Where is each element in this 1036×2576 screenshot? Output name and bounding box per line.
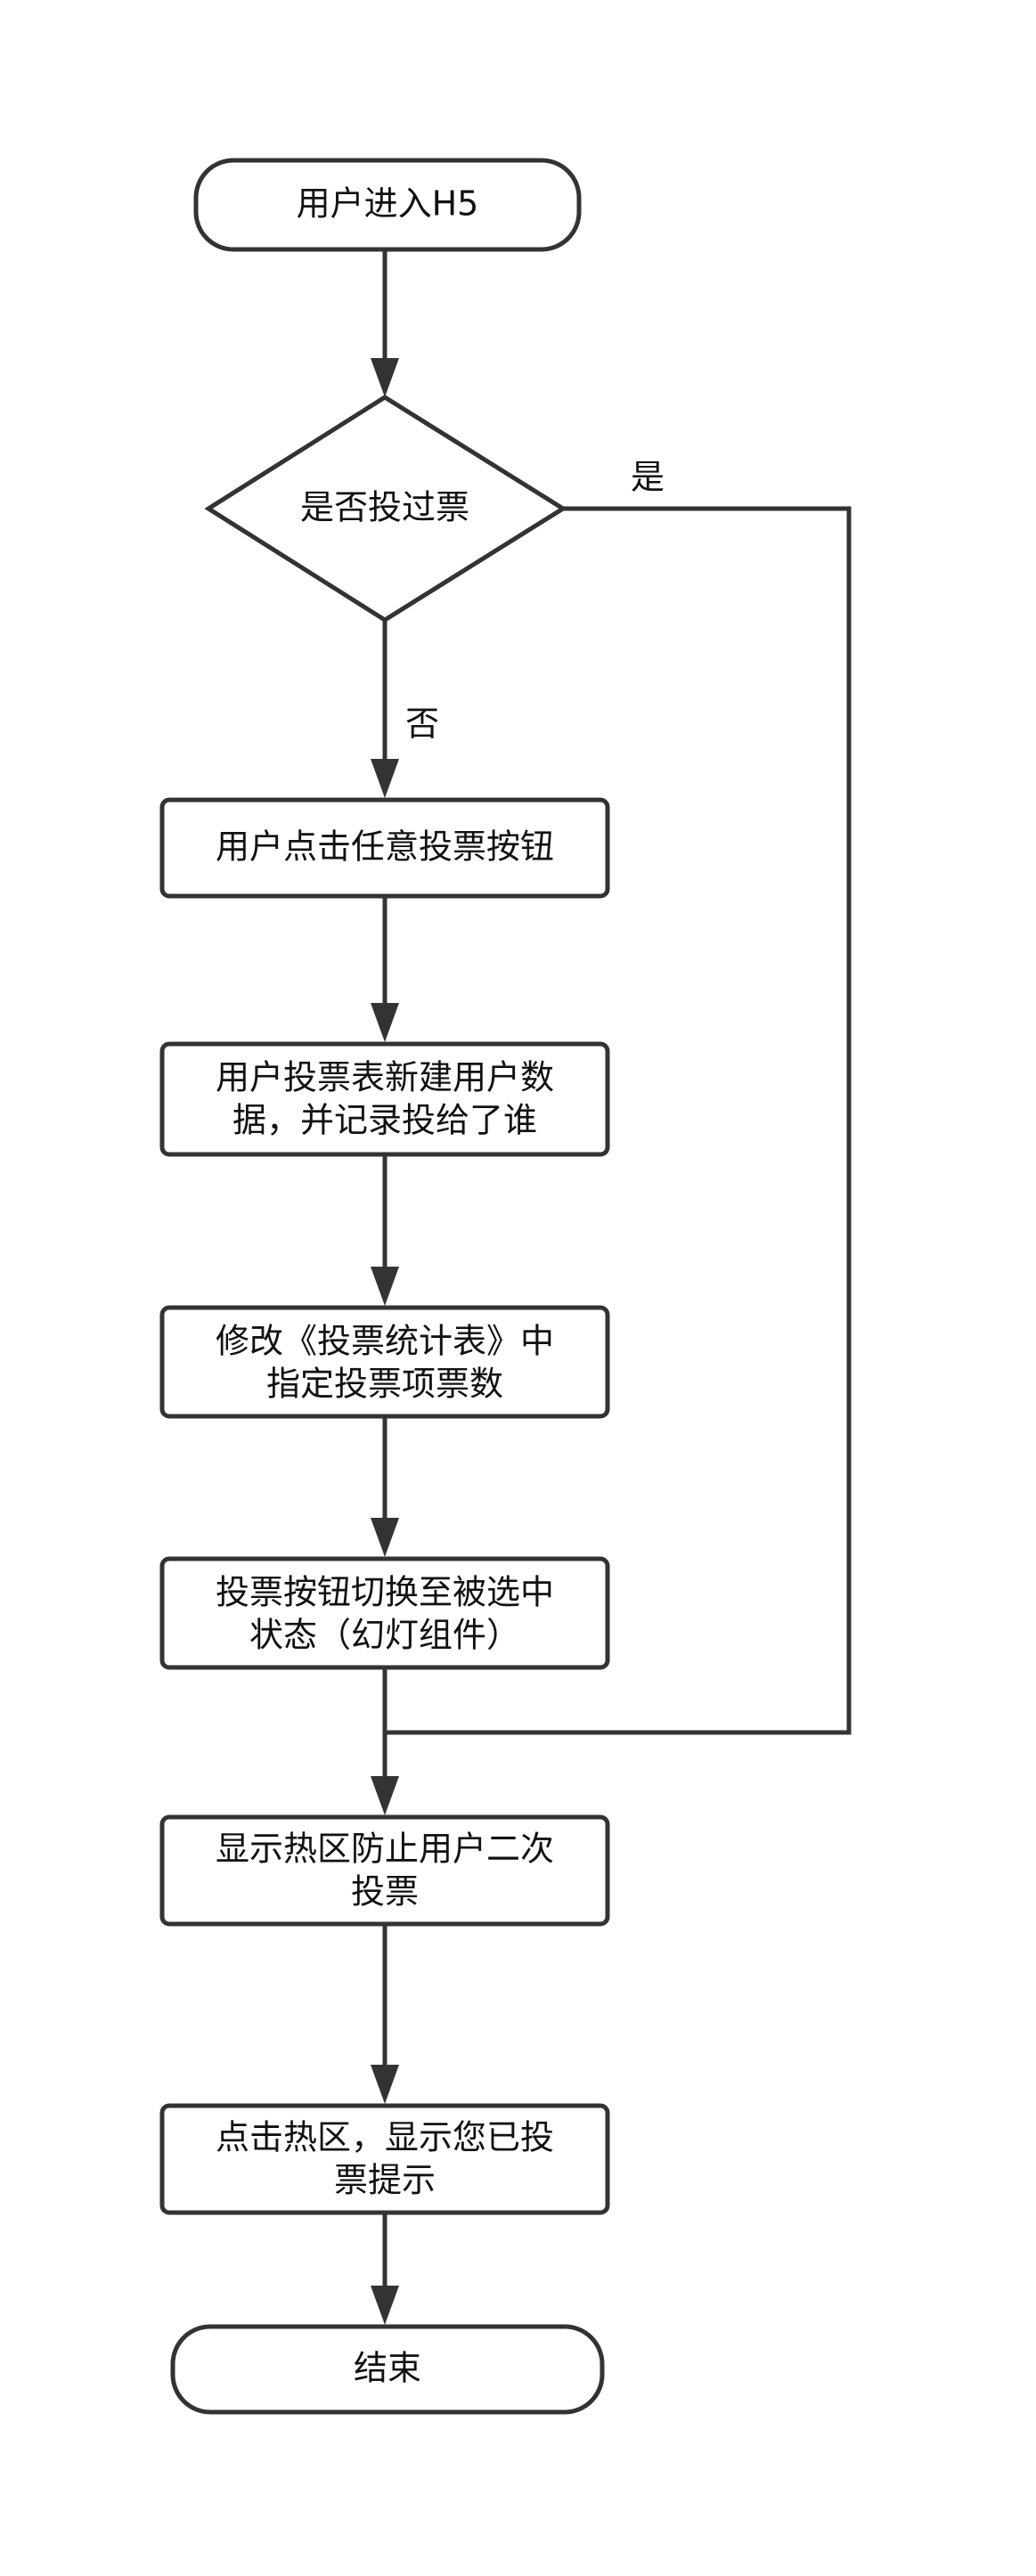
node-start: 用户进入H5 bbox=[193, 158, 582, 252]
arrowhead-step5 bbox=[371, 1776, 399, 1815]
step4-label-line2: 状态（幻灯组件） bbox=[249, 1616, 520, 1655]
arrowhead-end bbox=[371, 2286, 399, 2325]
step3-label-line1: 修改《投票统计表》中 bbox=[216, 1322, 554, 1361]
arrowhead-step3 bbox=[371, 1267, 399, 1306]
edge-decision-yes-loop bbox=[385, 506, 852, 1735]
decision-label: 是否投过票 bbox=[300, 488, 469, 527]
arrowhead-step6 bbox=[371, 2065, 399, 2104]
node-step2: 用户投票表新建用户数 据，并记录投给了谁 bbox=[159, 1041, 610, 1157]
step6-box bbox=[159, 2103, 610, 2215]
step1-label: 用户点击任意投票按钮 bbox=[216, 827, 554, 867]
step5-label-line1: 显示热区防止用户二次 bbox=[216, 1830, 554, 1869]
node-step5: 显示热区防止用户二次 投票 bbox=[159, 1814, 610, 1927]
start-terminal-shape bbox=[193, 158, 582, 252]
step3-label-line2: 指定投票项票数 bbox=[266, 1365, 503, 1404]
step4-label-line1: 投票按钮切换至被选中 bbox=[216, 1573, 554, 1612]
node-step4: 投票按钮切换至被选中 状态（幻灯组件） bbox=[159, 1556, 610, 1670]
node-step6: 点击热区，显示您已投 票提示 bbox=[159, 2103, 610, 2215]
step2-label-line2: 据，并记录投给了谁 bbox=[232, 1101, 537, 1140]
start-label: 用户进入H5 bbox=[297, 184, 479, 224]
step5-label-line2: 投票 bbox=[351, 1872, 419, 1912]
step6-label-line2: 票提示 bbox=[334, 2161, 436, 2200]
node-end: 结束 bbox=[170, 2324, 605, 2415]
node-step1: 用户点击任意投票按钮 bbox=[159, 797, 610, 899]
step3-box bbox=[159, 1305, 610, 1419]
step4-box bbox=[159, 1556, 610, 1670]
edge-label-no: 否 bbox=[405, 705, 439, 744]
arrowhead-step4 bbox=[371, 1518, 399, 1557]
edge-label-yes: 是 bbox=[631, 458, 665, 497]
decision-diamond-shape bbox=[204, 395, 567, 623]
arrowhead-step2 bbox=[371, 1003, 399, 1042]
step6-label-line1: 点击热区，显示您已投 bbox=[216, 2118, 554, 2157]
node-step3: 修改《投票统计表》中 指定投票项票数 bbox=[159, 1305, 610, 1419]
end-terminal-shape bbox=[170, 2324, 605, 2415]
arrowhead-step1 bbox=[371, 759, 399, 798]
arrowhead-decision bbox=[371, 358, 399, 397]
step5-box bbox=[159, 1814, 610, 1927]
node-decision: 是否投过票 bbox=[204, 395, 567, 623]
edges bbox=[371, 249, 852, 2325]
step2-box bbox=[159, 1041, 610, 1157]
step2-label-line1: 用户投票表新建用户数 bbox=[216, 1058, 554, 1097]
step1-box bbox=[159, 797, 610, 899]
end-label: 结束 bbox=[354, 2349, 421, 2388]
